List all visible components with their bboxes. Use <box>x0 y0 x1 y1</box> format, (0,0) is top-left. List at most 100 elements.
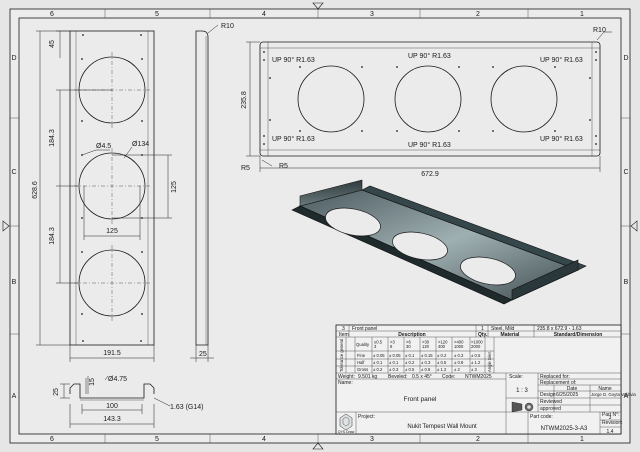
dim-top-height: 235.8 <box>241 91 248 109</box>
front-view: 45 184.3 184.3 628.6 191.5 125 125 Ø4.5 … <box>32 23 234 362</box>
zone-number: 3 <box>370 11 374 18</box>
tol-cell: ± 0.3 <box>454 353 464 358</box>
replacement-of-label: Replacement of: <box>540 380 576 386</box>
front-hole-middle <box>78 152 146 220</box>
bend-note-top-left: UP 90° R1.63 <box>272 56 315 64</box>
zone-letter: A <box>12 393 17 400</box>
title-block: 3 Front panel 1 Steel, Mild 235.8 x 672.… <box>335 324 636 435</box>
tol-cell: ± 2 <box>454 367 460 372</box>
iso-flange-right <box>361 185 587 271</box>
beveled-label: Beveled: <box>388 374 407 380</box>
zone-number: 4 <box>262 436 266 443</box>
scale-label: Scale: <box>509 374 523 380</box>
tol-cell: ± 0.05 <box>389 353 401 358</box>
tol-cell: ± 0.2 <box>373 367 383 372</box>
dim-top-bend-radius: R10 <box>593 27 606 34</box>
top-hole-center <box>394 65 462 133</box>
side-profile <box>69 383 155 399</box>
dim-thickness: 1.63 (G14) <box>170 404 203 411</box>
zone-number: 5 <box>155 436 159 443</box>
company-logo: QYS Draw <box>338 413 355 434</box>
tol-cell: ± 0.8 <box>454 360 464 365</box>
zone-number: 6 <box>50 11 54 18</box>
beveled-value: 0.5 x 45° <box>412 374 432 380</box>
zone-number: 5 <box>155 11 159 18</box>
tol-cell: ± 0.3 <box>421 360 431 365</box>
weight-value: 9.501 kg <box>358 374 377 380</box>
part-code-value: NTWM2025-3-A3 <box>541 426 588 432</box>
top-plate-outline <box>259 41 601 157</box>
parts-header-material: Material <box>501 332 521 338</box>
dim-side-height-2: 25 <box>53 388 60 396</box>
tol-cell: ± 0.5 <box>405 367 415 372</box>
side-section-view: Ø4.75 15 25 100 143.3 1.63 (G14) <box>53 375 203 428</box>
bend-note-top-center: UP 90° R1.63 <box>408 52 451 60</box>
dim-top-margin: 45 <box>49 40 56 48</box>
svg-text:QYS Draw: QYS Draw <box>338 430 355 434</box>
zone-letter: A <box>624 393 629 400</box>
front-plate-outline <box>69 30 155 346</box>
iso-hole-2 <box>392 231 448 261</box>
zone-number: 1 <box>580 436 584 443</box>
quality-label: Quality <box>356 342 370 347</box>
bend-note-bottom-right: UP 90° R1.63 <box>540 135 583 143</box>
zone-letter: B <box>624 279 629 286</box>
tol-cell: ± 0.2 <box>437 353 447 358</box>
design-name: Jorge D. Goyta Valdivia <box>591 392 636 397</box>
top-hole-left <box>297 65 365 133</box>
parts-header-std: Standard/Dimension <box>554 332 603 338</box>
revision-label: Revision: <box>602 420 623 426</box>
tol-cell: ± 0.05 <box>373 353 385 358</box>
tol-cell: ± 0.1 <box>389 360 399 365</box>
dim-small-hole: Ø4.5 <box>96 143 111 150</box>
dim-hole-pitch-2: 184.3 <box>49 227 56 245</box>
dim-top-r5: R5 <box>279 163 288 170</box>
top-hole-right <box>490 65 558 133</box>
dim-side-hole: Ø4.75 <box>108 376 127 383</box>
top-view: 235.8 672.9 R10 R5 R5 UP 90° R1.63 UP 90… <box>241 27 612 178</box>
project-name: Nukit Tempest Wall Mount <box>407 424 477 430</box>
parts-std-dim: 235.8 x 672.9 - 1.63 <box>537 326 582 332</box>
tol-cell: ± 3 <box>471 367 477 372</box>
front-hole-bottom <box>78 249 146 317</box>
dim-width: 191.5 <box>103 350 121 357</box>
project-label: Project: <box>358 414 375 420</box>
zone-letter: C <box>623 169 628 176</box>
part-no-value: 3 <box>609 415 612 421</box>
dim-top-length: 672.9 <box>421 171 439 178</box>
tol-row-name: Gross <box>357 367 368 372</box>
isometric-view <box>291 179 587 305</box>
tol-cell: ± 0.5 <box>437 360 447 365</box>
iso-hole-3 <box>460 256 516 286</box>
replaced-for-label: Replaced for: <box>540 374 570 380</box>
bend-note-top-right: UP 90° R1.63 <box>540 56 583 64</box>
dim-bend-radius: R10 <box>221 23 234 30</box>
parts-header-item: Item <box>339 332 349 338</box>
design-date: 6/25/2025 <box>556 392 578 398</box>
left-center-marker <box>2 220 10 232</box>
name-header: Name <box>598 386 612 392</box>
reviewed-label: Reviewed <box>540 399 562 405</box>
parts-qty: 3 <box>342 326 345 332</box>
part-code-label: Part code: <box>530 414 553 420</box>
code-value: NTWM2025 <box>465 374 492 380</box>
parts-header-description: Description <box>398 332 426 338</box>
parts-item: 1 <box>481 326 484 332</box>
flange-side-outline <box>195 30 209 346</box>
tolerance-side-label: Angle toler. <box>487 351 492 372</box>
zone-letter: C <box>11 169 16 176</box>
dim-flange: 25 <box>199 351 207 358</box>
scale-value: 1 : 3 <box>516 388 528 394</box>
tol-row-name: Fine <box>357 353 366 358</box>
part-no-label: Part N°: <box>602 412 620 418</box>
parts-description: Front panel <box>352 326 377 332</box>
dim-top-r5-left: R5 <box>241 165 250 172</box>
tol-cell: ± 0.5 <box>471 353 481 358</box>
dim-side-outer: 143.3 <box>103 416 121 423</box>
tol-cell: ± 1.2 <box>437 367 447 372</box>
tolerance-label: Tolerance general <box>339 339 344 372</box>
